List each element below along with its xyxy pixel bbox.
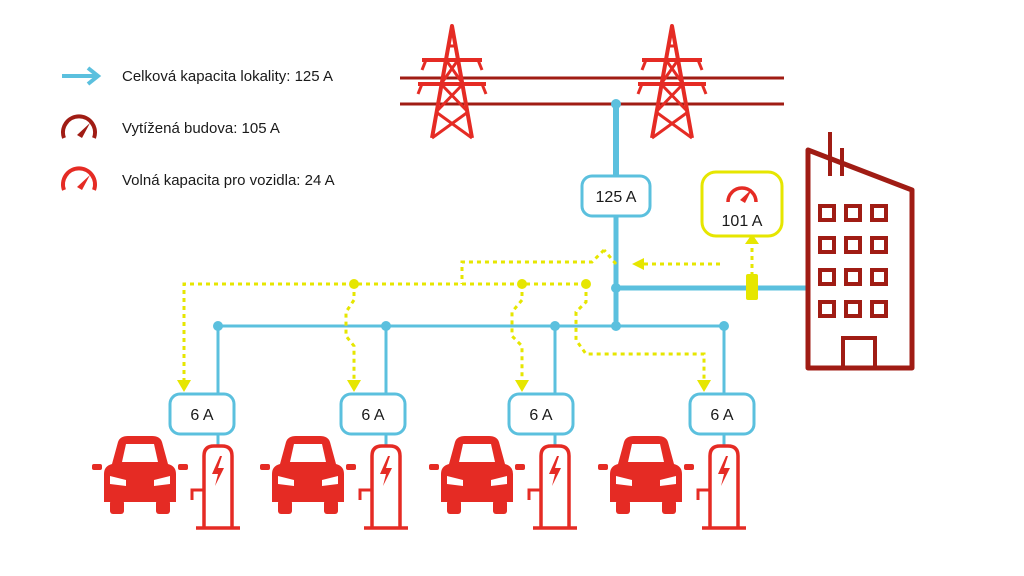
- charger-label: 6 A: [529, 407, 552, 424]
- charger-feeds: [216, 434, 726, 446]
- signal-arrows: [177, 234, 759, 392]
- legend-building-load: Vytížená budova: 105 A: [122, 120, 280, 137]
- building-icon: [805, 132, 915, 371]
- charger-label: 6 A: [710, 407, 733, 424]
- blue-arrow-icon: [62, 66, 102, 86]
- car-icon: [92, 436, 188, 514]
- car-icon: [598, 436, 694, 514]
- car-icon: [260, 436, 356, 514]
- charger-box: 6 A: [339, 392, 407, 436]
- power-tower-icon: [416, 24, 488, 140]
- power-tower-icon: [636, 24, 708, 140]
- building-meter-box: [700, 170, 784, 238]
- red-gauge-icon: [61, 166, 97, 191]
- main-meter-label: 125 A: [596, 189, 637, 206]
- gauge-icon: [726, 186, 758, 203]
- charger-box: 6 A: [168, 392, 236, 436]
- cable-junctions: [213, 99, 729, 331]
- main-meter-box: [580, 174, 652, 218]
- charger-label: 6 A: [190, 407, 213, 424]
- charger-box: 6 A: [507, 392, 575, 436]
- car-icon: [429, 436, 525, 514]
- ev-charger-icon: [527, 444, 579, 530]
- ev-charger-icon: [696, 444, 748, 530]
- dark-gauge-icon: [61, 114, 97, 139]
- ev-charger-icon: [190, 444, 242, 530]
- signal-nodes: [349, 274, 758, 300]
- cable-network: [216, 101, 809, 396]
- charger-label: 6 A: [361, 407, 384, 424]
- legend-site-capacity: Celková kapacita lokality: 125 A: [122, 68, 333, 85]
- legend-free-capacity: Volná kapacita pro vozidla: 24 A: [122, 172, 335, 189]
- charger-box: 6 A: [688, 392, 756, 436]
- control-signals: [182, 242, 754, 382]
- legend: Celková kapacita lokality: 125 A Vytížen…: [61, 66, 335, 191]
- building-meter-label: 101 A: [722, 213, 763, 230]
- ev-charger-icon: [358, 444, 410, 530]
